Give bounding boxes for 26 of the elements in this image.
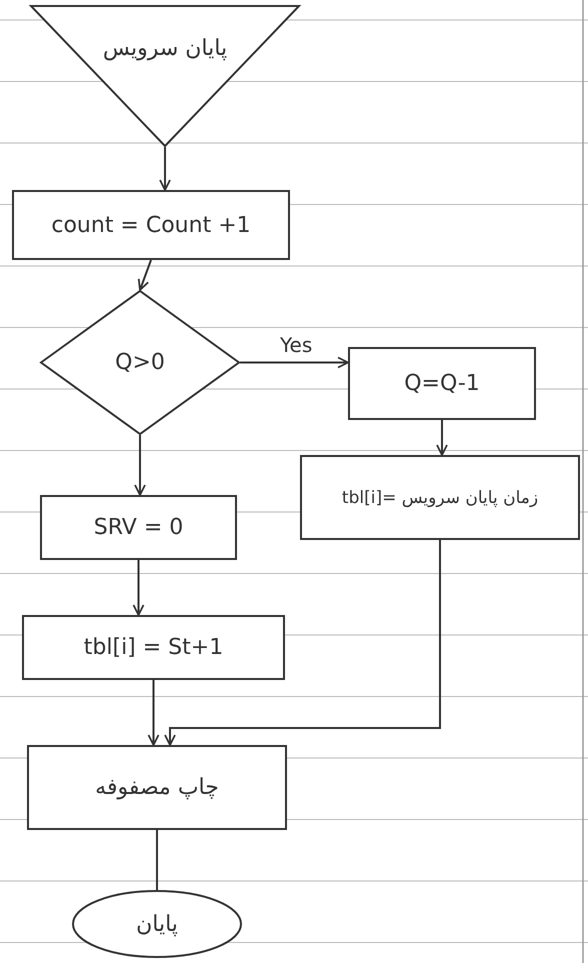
node-text: tbl[i] = St+1	[84, 635, 224, 660]
node-text: SRV = 0	[94, 515, 184, 540]
process-box	[12, 190, 290, 260]
process-box	[22, 615, 285, 680]
arrow	[159, 147, 171, 191]
node-text: پایان	[136, 912, 178, 936]
arrow	[164, 540, 441, 746]
terminal-oval	[72, 890, 242, 958]
decision-diamond	[40, 290, 240, 435]
arrow	[148, 680, 160, 746]
node-text: tbl[i]= زمان پایان سرویس	[342, 488, 538, 508]
arrow	[240, 356, 349, 368]
process-box	[348, 347, 536, 420]
arrow	[138, 260, 152, 291]
process-box	[27, 745, 287, 830]
arrow	[132, 560, 144, 616]
arrow	[134, 435, 146, 496]
arrow	[436, 420, 448, 456]
node-text: پایان سرویس	[102, 36, 228, 60]
node-text: Q>0	[115, 350, 165, 375]
node-text: چاپ مصفوفه	[95, 775, 219, 800]
process-box	[300, 455, 580, 540]
node-text: Q=Q-1	[404, 371, 480, 396]
process-box	[40, 495, 237, 560]
node-text: count = Count +1	[51, 212, 251, 238]
merge-triangle	[30, 5, 300, 147]
